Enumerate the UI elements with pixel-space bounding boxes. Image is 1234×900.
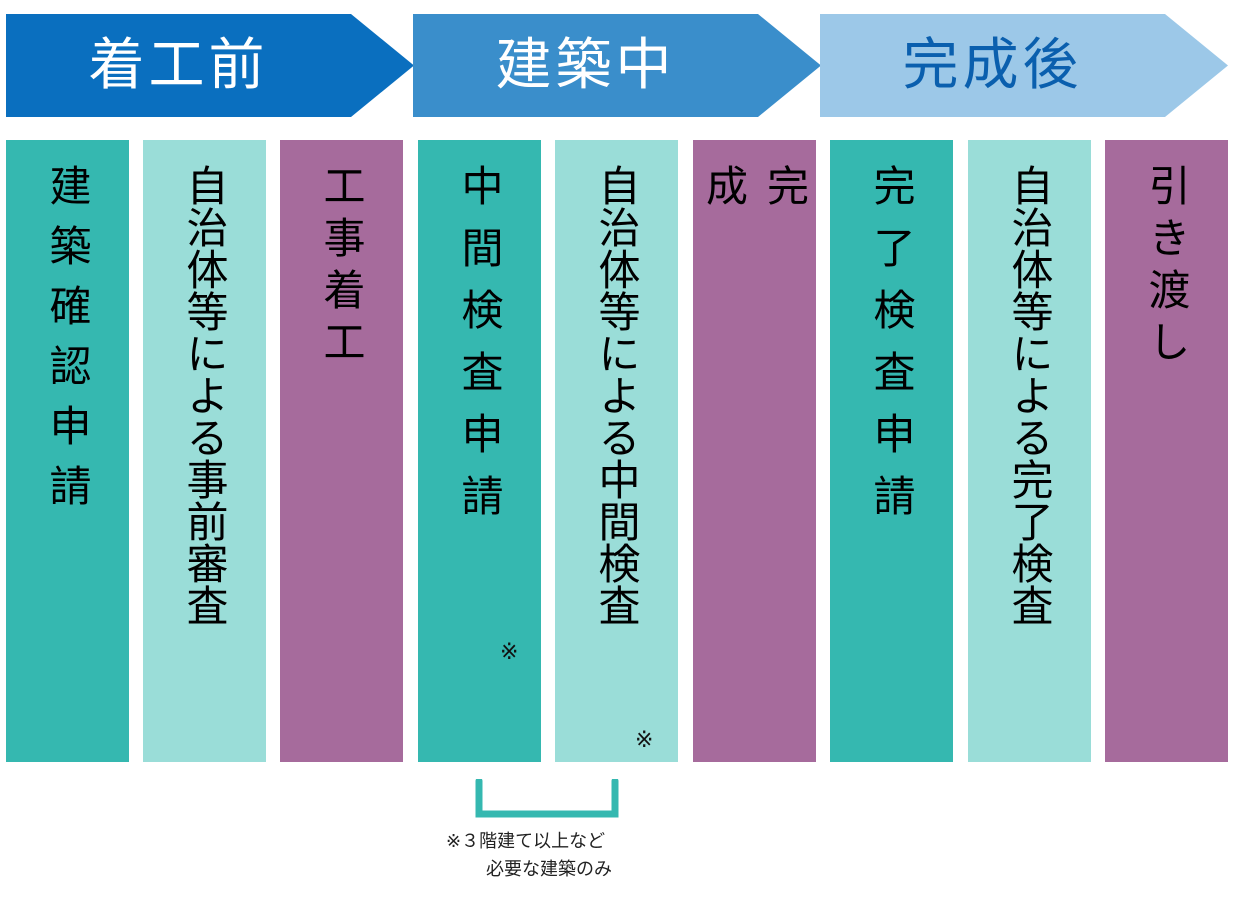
phase-label-before: 着工前 — [88, 33, 269, 98]
step-completion-inspection-application: 完了検査申請 — [830, 140, 953, 762]
phase-arrow-before: 着工前 — [6, 14, 414, 117]
step-label: 建築確認申請 — [43, 164, 92, 524]
step-building-confirmation-application: 建築確認申請 — [6, 140, 129, 762]
step-handover: 引き渡し — [1105, 140, 1228, 762]
phase-arrow-shape — [413, 14, 821, 117]
step-label: 自治体等による完了検査 — [1005, 164, 1054, 626]
step-construction-start: 工事着工 — [280, 140, 403, 762]
step-interim-inspection-application: 中間検査申請 ※ — [418, 140, 541, 762]
footnote-mark: ※ — [500, 640, 519, 665]
phase-arrow-shape — [820, 14, 1228, 117]
step-completion: 完成 — [693, 140, 816, 762]
footnote-mark: ※ — [635, 728, 654, 753]
phase-arrow-shape — [6, 14, 414, 117]
step-label: 自治体等による事前審査 — [180, 164, 229, 626]
step-label: 完了検査申請 — [867, 164, 916, 536]
step-label: 中間検査申請 — [455, 164, 504, 536]
footnote-line-2: 必要な建築のみ — [486, 859, 612, 880]
step-interim-inspection: 自治体等による中間検査 ※ — [555, 140, 678, 762]
step-label: 自治体等による中間検査 — [592, 164, 641, 626]
step-pre-review: 自治体等による事前審査 — [143, 140, 266, 762]
interim-bracket — [475, 779, 619, 818]
step-label: 完成 — [699, 164, 810, 366]
footnote-line-1: ※３階建て以上など — [446, 831, 606, 852]
footnote: ※３階建て以上など 必要な建築のみ — [446, 828, 686, 884]
step-completion-inspection: 自治体等による完了検査 — [968, 140, 1091, 762]
phase-arrow-after: 完成後 — [820, 14, 1228, 117]
phase-label-during: 建築中 — [495, 33, 676, 98]
step-label: 引き渡し — [1142, 164, 1191, 372]
phase-label-after: 完成後 — [902, 33, 1083, 98]
phase-arrow-during: 建築中 — [413, 14, 821, 117]
step-label: 工事着工 — [317, 164, 366, 372]
